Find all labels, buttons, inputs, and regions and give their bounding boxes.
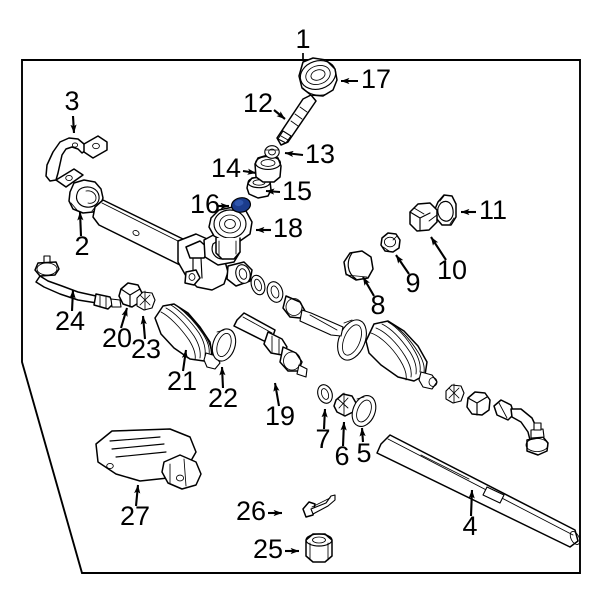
leader-12: [273, 109, 286, 120]
right-outer-tie-rod-end: [493, 399, 549, 456]
callout-label-6: 6: [334, 441, 349, 471]
part-14-upper-bushing: [254, 154, 282, 183]
part-23-boot-clamp-wire: [136, 290, 156, 311]
leader-9: [395, 254, 410, 275]
part-27-heat-shield: [95, 428, 202, 490]
leader-14: [242, 168, 257, 175]
leader-2: [77, 211, 84, 237]
callout-label-22: 22: [208, 383, 238, 413]
callout-label-17: 17: [361, 64, 391, 94]
part-12-pinion-shaft: [276, 94, 317, 146]
callout-label-24: 24: [55, 306, 85, 336]
callout-label-9: 9: [405, 268, 420, 298]
callout-label-16: 16: [190, 189, 220, 219]
leader-15: [265, 188, 281, 195]
callout-label-18: 18: [273, 213, 303, 243]
callout-label-8: 8: [370, 290, 385, 320]
leader-19: [273, 382, 281, 407]
right-rack-boot-assembly: [337, 319, 549, 456]
leader-23: [140, 315, 147, 340]
part-24-outer-tie-rod-end-left: [34, 255, 122, 310]
callout-label-7: 7: [315, 424, 330, 454]
part-9-hex-nut-small: [380, 232, 401, 253]
callout-label-3: 3: [64, 86, 79, 116]
right-boot-clamp-wire: [445, 383, 465, 404]
callout-label-15: 15: [282, 176, 312, 206]
part-26-cotter-pin-bolt: [302, 494, 336, 518]
leader-5: [359, 427, 366, 443]
callout-label-1: 1: [295, 24, 310, 54]
callout-label-19: 19: [265, 401, 295, 431]
callout-label-25: 25: [253, 534, 283, 564]
part-6-lock-nut-small: [333, 392, 357, 417]
callout-label-20: 20: [102, 323, 132, 353]
leader-24: [69, 289, 76, 312]
callout-label-14: 14: [211, 153, 241, 183]
leader-4: [468, 489, 475, 517]
callout-label-21: 21: [167, 366, 197, 396]
part-21-steering-rack-boot: [154, 303, 221, 370]
part-13-snap-ring: [264, 145, 280, 159]
leader-10: [430, 236, 447, 261]
callout-label-27: 27: [120, 501, 150, 531]
leader-20: [119, 307, 129, 329]
right-steering-rack-boot: [365, 320, 438, 390]
right-jam-nut: [466, 391, 491, 416]
callout-label-26: 26: [236, 496, 266, 526]
part-16-pinion-seal-highlighted: [230, 197, 252, 213]
callout-labels: 1 2 3 4 5 6 7 8 9 10 11 12 13 14 15 16 1…: [55, 24, 507, 564]
callout-label-10: 10: [437, 255, 467, 285]
right-boot-clamp-ring: [337, 319, 367, 361]
part-11-adjuster-cover: [434, 194, 457, 226]
leader-8: [362, 276, 375, 297]
leader-22: [219, 366, 226, 389]
leader-21: [181, 349, 188, 372]
callout-label-12: 12: [243, 88, 273, 118]
part-10-hex-nut-large: [409, 202, 438, 232]
leader-3: [70, 115, 77, 134]
part-25-castle-nut: [305, 533, 333, 563]
left-tie-rod-assembly: [34, 255, 237, 370]
part-18-pinion-housing-cap: [208, 206, 253, 260]
part-1-steering-gear-assembly: [92, 199, 253, 291]
part-3-gear-mounting-bracket: [45, 135, 108, 188]
callout-label-13: 13: [305, 139, 335, 169]
part-8-end-cap-plug: [343, 250, 374, 281]
callout-label-11: 11: [479, 195, 507, 225]
part-17-dust-cover-boot: [298, 57, 338, 97]
assembly-boundary: [21, 59, 581, 574]
leader-7: [321, 408, 328, 430]
callout-leaders: [69, 53, 476, 555]
callout-label-23: 23: [131, 334, 161, 364]
callout-label-2: 2: [74, 231, 89, 261]
part-19-inner-tie-rod-left: [233, 312, 308, 378]
part-22-boot-clamp-ring: [211, 328, 237, 362]
callout-label-4: 4: [462, 511, 477, 541]
callout-label-5: 5: [356, 438, 371, 468]
part-5-rack-seal-ring: [351, 395, 377, 427]
part-7-washer-small: [317, 384, 333, 404]
leader-13: [284, 150, 304, 158]
rack-output-rings: [250, 274, 344, 337]
part-4-inner-tie-rod-shaft-right: [376, 434, 581, 548]
leader-27: [134, 484, 141, 507]
leader-6: [340, 421, 347, 447]
